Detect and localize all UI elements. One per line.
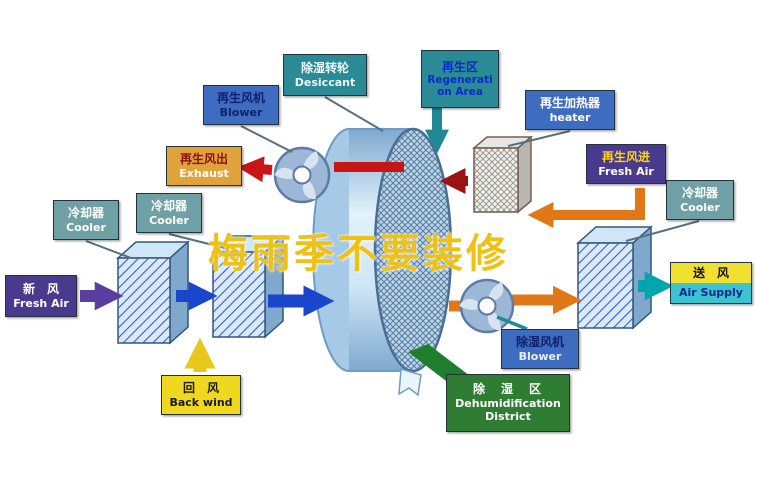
regen-blower-fan bbox=[273, 146, 331, 204]
cooler-right-label-zh: 冷却器 bbox=[681, 185, 718, 200]
dehumid-district-label-en: Dehumidification District bbox=[455, 396, 561, 424]
heater-unit bbox=[471, 135, 534, 214]
label-dehumid-blower: 除湿风机 Blower bbox=[501, 329, 579, 369]
desiccant-label-en: Desiccant bbox=[294, 75, 356, 89]
cooler-left-inner-label-zh: 冷却器 bbox=[150, 198, 187, 213]
regen-area-label-en: Regeneration Area bbox=[427, 74, 493, 99]
label-exhaust: 再生风出 Exhaust bbox=[166, 146, 242, 186]
regen-blower-label-zh: 再生风机 bbox=[216, 90, 265, 105]
regen-intake-arrow bbox=[527, 188, 645, 228]
wheel-ribbon bbox=[398, 368, 422, 397]
label-fresh-air: 新 风 Fresh Air bbox=[5, 275, 77, 317]
fresh-air-label-zh: 新 风 bbox=[22, 281, 59, 296]
cooler-left-outer-label-zh: 冷却器 bbox=[67, 205, 104, 220]
dehumid-blower-fan bbox=[459, 278, 515, 334]
label-regen-fresh-air: 再生风进 Fresh Air bbox=[586, 144, 666, 184]
label-regeneration-area: 再生区 Regeneration Area bbox=[421, 50, 499, 108]
dehumid-blower-label-en: Blower bbox=[518, 349, 562, 363]
label-cooler-left-inner: 冷却器 Cooler bbox=[136, 193, 202, 233]
air-supply-label-en: Air Supply bbox=[671, 283, 751, 303]
exhaust-label-en: Exhaust bbox=[179, 166, 229, 180]
label-dehumid-district: 除 湿 区 Dehumidification District bbox=[446, 374, 570, 432]
cooler-right-label-en: Cooler bbox=[680, 200, 720, 214]
heater-label-en: heater bbox=[549, 110, 591, 124]
label-air-supply: 送 风 Air Supply bbox=[670, 262, 752, 304]
label-cooler-right: 冷却器 Cooler bbox=[666, 180, 734, 220]
label-cooler-left-outer: 冷却器 Cooler bbox=[53, 200, 119, 240]
leader-lines bbox=[85, 96, 700, 259]
dehumid-district-label-zh: 除 湿 区 bbox=[472, 382, 543, 397]
label-regen-blower: 再生风机 Blower bbox=[203, 85, 279, 125]
exhaust-label-zh: 再生风出 bbox=[179, 151, 228, 166]
regen-blower-label-en: Blower bbox=[219, 105, 263, 119]
back-wind-label-en: Back wind bbox=[169, 395, 233, 409]
watermark-text: 梅雨季不要装修 bbox=[208, 231, 509, 277]
heater-label-zh: 再生加热器 bbox=[539, 95, 600, 110]
label-back-wind: 回 风 Back wind bbox=[161, 375, 241, 415]
exhaust-arrow bbox=[237, 156, 273, 183]
cooler-right-unit bbox=[576, 225, 653, 330]
fresh-air-label-en: Fresh Air bbox=[13, 296, 69, 310]
cooler-left-outer-label-en: Cooler bbox=[66, 220, 106, 234]
air-supply-label-zh: 送 风 bbox=[671, 263, 751, 283]
dehumid-blower-label-zh: 除湿风机 bbox=[515, 334, 564, 349]
back-wind-label-zh: 回 风 bbox=[182, 380, 219, 395]
cooler-left-inner-unit bbox=[211, 234, 285, 339]
regen-area-label-zh: 再生区 bbox=[441, 59, 478, 74]
desiccant-label-zh: 除湿转轮 bbox=[300, 60, 349, 75]
dehumid-blower-leader bbox=[496, 315, 528, 331]
regen-fresh-label-en: Fresh Air bbox=[598, 164, 654, 178]
regen-fresh-label-zh: 再生风进 bbox=[601, 149, 650, 164]
label-heater: 再生加热器 heater bbox=[525, 90, 615, 130]
label-desiccant: 除湿转轮 Desiccant bbox=[283, 54, 367, 96]
cooler-left-inner-label-en: Cooler bbox=[149, 213, 189, 227]
